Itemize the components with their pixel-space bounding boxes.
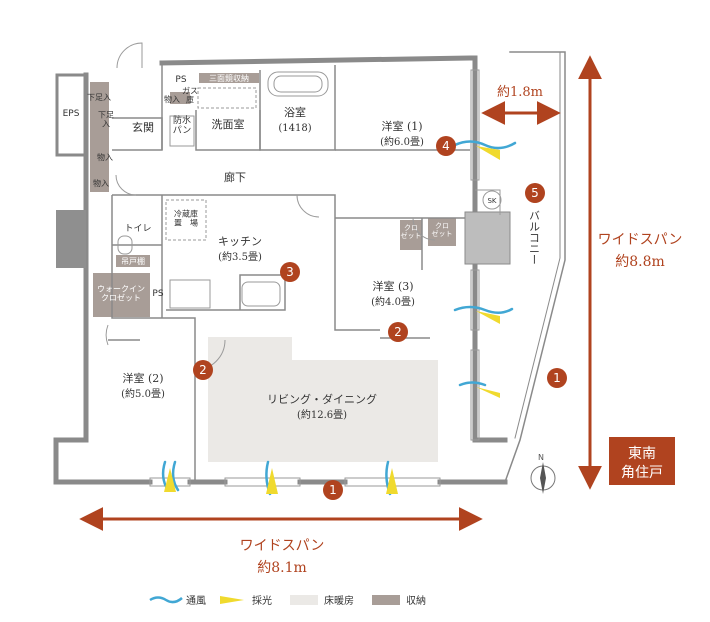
corner-unit-badge: 東南 角住戸	[609, 437, 675, 485]
marker-1-right: 1	[553, 371, 561, 385]
room-shitabako: 下足入	[87, 93, 111, 102]
room-senmen: 洗面室	[212, 117, 245, 131]
room-yoshitsu1: 洋室 (1)	[381, 119, 422, 133]
room-genkan: 玄関	[132, 120, 154, 134]
room-yoshitsu2-size: (約5.0畳)	[121, 387, 165, 400]
room-ps-top: PS	[175, 75, 186, 85]
legend-light-icon	[220, 596, 244, 604]
room-walkin: ウォークインクロゼット	[97, 285, 145, 303]
svg-text:N: N	[538, 453, 544, 462]
room-living: リビング・ダイニング	[267, 392, 377, 406]
compass-icon: N	[530, 453, 556, 494]
storage-blocks	[90, 73, 456, 317]
badge-line1: 東南	[628, 446, 656, 462]
room-toilet: トイレ	[124, 224, 151, 234]
marker-5: 5	[531, 186, 539, 200]
room-sanmenkyo: 三面鏡収納	[209, 73, 249, 83]
fixtures	[105, 42, 502, 371]
room-bousui: 防水パン	[173, 114, 191, 136]
room-eps: EPS	[63, 109, 80, 119]
room-kuro1: クロゼット	[401, 224, 422, 240]
marker-3: 3	[286, 265, 294, 279]
light-marks	[164, 146, 500, 494]
room-reizouko: 冷蔵庫置 場	[174, 209, 198, 228]
badge-line2: 角住戸	[621, 465, 663, 481]
room-yokushitsu-size: (1418)	[278, 123, 311, 134]
legend-wind-label: 通風	[186, 595, 206, 607]
room-sk: SK	[487, 197, 496, 205]
dimension-arrows	[79, 55, 602, 531]
legend-floor-heating-label: 床暖房	[324, 594, 354, 607]
room-shitabako2: 下足入	[98, 111, 114, 129]
room-yoshitsu1-size: (約6.0畳)	[380, 135, 424, 148]
balcony-depth-label: 約1.8m	[497, 85, 543, 100]
room-balcony: バルコニー	[528, 210, 541, 265]
legend-storage-icon	[372, 595, 400, 605]
room-yoshitsu3: 洋室 (3)	[372, 279, 413, 293]
room-yoshitsu2: 洋室 (2)	[122, 371, 163, 385]
room-living-size: (約12.6畳)	[297, 408, 347, 421]
marker-4: 4	[442, 139, 450, 153]
marker-1-bottom: 1	[329, 483, 337, 497]
room-yoshitsu3-size: (約4.0畳)	[371, 295, 415, 308]
room-mono2: 物入	[93, 178, 109, 188]
bottom-span-title: ワイドスパン	[240, 538, 325, 554]
wind-marks	[161, 140, 517, 496]
legend: 通風 採光 床暖房 収納	[149, 594, 426, 607]
marker-2-right: 2	[394, 325, 402, 339]
floor-heating-area	[208, 337, 438, 462]
right-span-title: ワイドスパン	[598, 232, 683, 248]
room-rouka: 廊下	[224, 170, 246, 184]
room-mono-top: 物入	[164, 94, 180, 104]
room-ps-mid: PS	[152, 289, 163, 299]
room-kuro2: クロゼット	[432, 222, 453, 238]
room-yokushitsu: 浴室	[284, 105, 306, 119]
markers: 1 1 2 2 3 4 5	[193, 136, 567, 500]
legend-storage-label: 収納	[406, 594, 426, 607]
marker-2-left: 2	[199, 363, 207, 377]
room-tsuriodana: 吊戸棚	[121, 256, 145, 266]
legend-floor-heating-icon	[290, 595, 318, 605]
room-gasu: ガス庫	[182, 86, 198, 105]
room-kitchen-size: (約3.5畳)	[218, 250, 262, 263]
room-mono1: 物入	[97, 152, 113, 162]
bottom-span-value: 約8.1m	[257, 560, 307, 576]
right-span-value: 約8.8m	[615, 254, 665, 270]
legend-wind-icon	[149, 596, 183, 604]
room-kitchen: キッチン	[218, 235, 262, 248]
legend-light-label: 採光	[252, 594, 272, 607]
